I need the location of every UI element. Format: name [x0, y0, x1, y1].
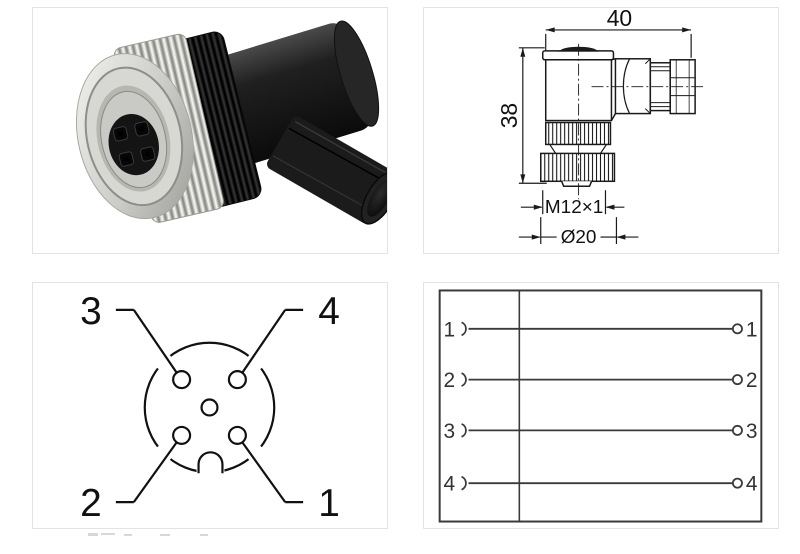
- wire-right-label-4: 4: [746, 473, 758, 496]
- dimension-thread-m12: M12×1: [520, 190, 625, 218]
- width-dimension-label: 40: [607, 8, 632, 31]
- cable-gland: [267, 116, 387, 225]
- wire-left-label-1: 1: [443, 318, 455, 341]
- pin-hole-4: [227, 370, 247, 390]
- wire-row-3: 3 3: [443, 420, 757, 443]
- wire-left-label-4: 4: [443, 473, 455, 496]
- wire-right-label-1: 1: [746, 318, 758, 341]
- pin-label-bottom-right: 1: [318, 482, 340, 525]
- wiring-diagram: 1 1 2 2 3 3: [438, 289, 763, 523]
- wire-left-label-2: 2: [443, 369, 455, 392]
- wire-end-terminal: [731, 477, 743, 489]
- socket-contact-symbol: [461, 423, 467, 438]
- pin-label-top-left: 3: [80, 290, 102, 333]
- pin-hole-2: [172, 425, 192, 445]
- wiring-diagram-panel: 1 1 2 2 3 3: [423, 282, 779, 529]
- wire-end-terminal: [731, 323, 743, 335]
- pin-layout-diagram: 3 4 2 1: [80, 290, 340, 525]
- pin-holes: [172, 370, 247, 445]
- dimension-drawing: 40 38 M12×1: [496, 8, 704, 248]
- wire-row-2: 2 2: [443, 369, 757, 392]
- wire-end-terminal: [731, 424, 743, 436]
- silver-coupling-nut: [75, 33, 224, 223]
- keyway-notch: [197, 451, 224, 474]
- socket-contact-symbol: [461, 475, 467, 491]
- wire-right-label-2: 2: [746, 369, 758, 392]
- pin-leader-lines: [115, 308, 304, 504]
- pin-hole-3: [172, 370, 192, 390]
- dimension-height-38: 38: [496, 47, 547, 184]
- pin-label-top-right: 4: [318, 290, 340, 333]
- wiring-border: [438, 289, 763, 523]
- dimension-width-40: 40: [545, 8, 692, 58]
- connector-photo-illustration: [75, 20, 387, 225]
- socket-contact-symbol: [461, 372, 467, 387]
- cable-hole: [367, 179, 387, 217]
- centerlines: [578, 43, 704, 200]
- pin-label-bottom-left: 2: [80, 482, 102, 525]
- thread-dimension-label: M12×1: [545, 197, 603, 218]
- socket-contacts: [112, 121, 156, 167]
- pin-layout-panel: 3 4 2 1: [32, 282, 388, 529]
- wire-left-label-3: 3: [443, 420, 455, 443]
- socket-contact-symbol: [461, 321, 467, 337]
- dimension-diameter-20: Ø20: [518, 217, 639, 248]
- product-photo-panel: [32, 7, 388, 254]
- pin-hole-1: [227, 425, 247, 445]
- wire-row-1: 1 1: [443, 318, 757, 341]
- center-hole: [200, 398, 219, 417]
- height-dimension-label: 38: [496, 103, 522, 128]
- dimension-drawing-panel: 40 38 M12×1: [423, 7, 779, 254]
- wire-right-label-3: 3: [746, 420, 758, 443]
- wire-end-terminal: [731, 374, 743, 386]
- connector-outline: [539, 46, 696, 188]
- diameter-dimension-label: Ø20: [561, 227, 597, 248]
- wire-row-4: 4 4: [443, 473, 757, 496]
